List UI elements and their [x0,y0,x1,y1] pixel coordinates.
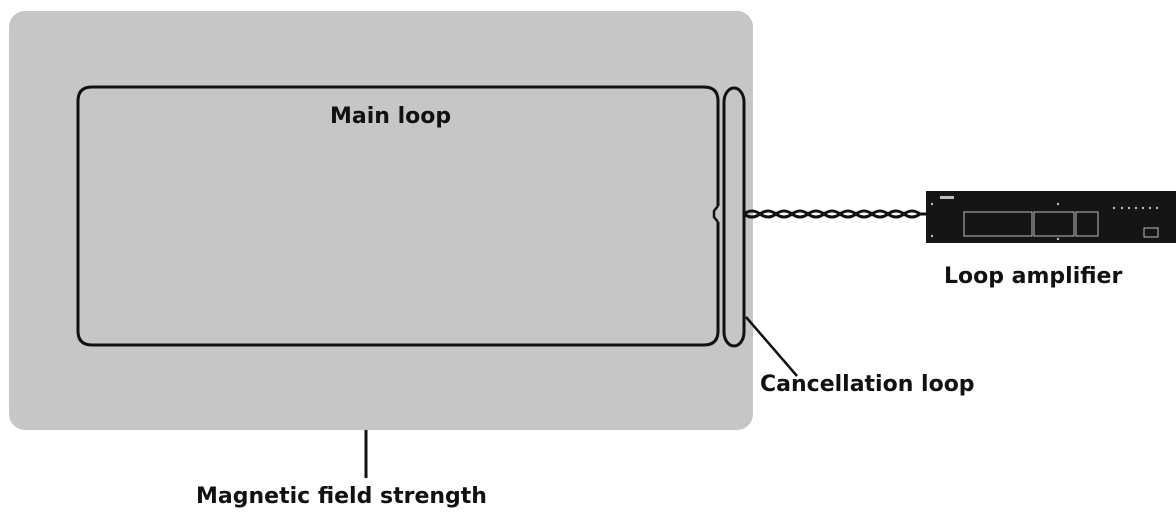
amplifier-panel-mid [1033,211,1075,237]
amplifier-logo-mark [940,196,954,199]
main-loop-label: Main loop [330,104,452,129]
amplifier-panel-left [963,211,1033,237]
cancellation-loop-leader [745,316,798,377]
amplifier-indicator-leds [1112,206,1159,210]
amplifier-panel-right [1075,211,1099,237]
main-loop-feed-notch [712,205,719,223]
loop-amplifier-label: Loop amplifier [944,264,1123,289]
cancellation-loop [722,86,746,348]
main-loop [76,85,720,347]
amplifier-power-switch [1143,227,1159,238]
magnetic-field-area [9,11,753,430]
cancellation-loop-label: Cancellation loop [760,372,975,397]
twisted-pair-cable [743,209,930,219]
magnetic-field-strength-label: Magnetic field strength [196,484,487,509]
loop-amplifier-device [926,191,1176,243]
